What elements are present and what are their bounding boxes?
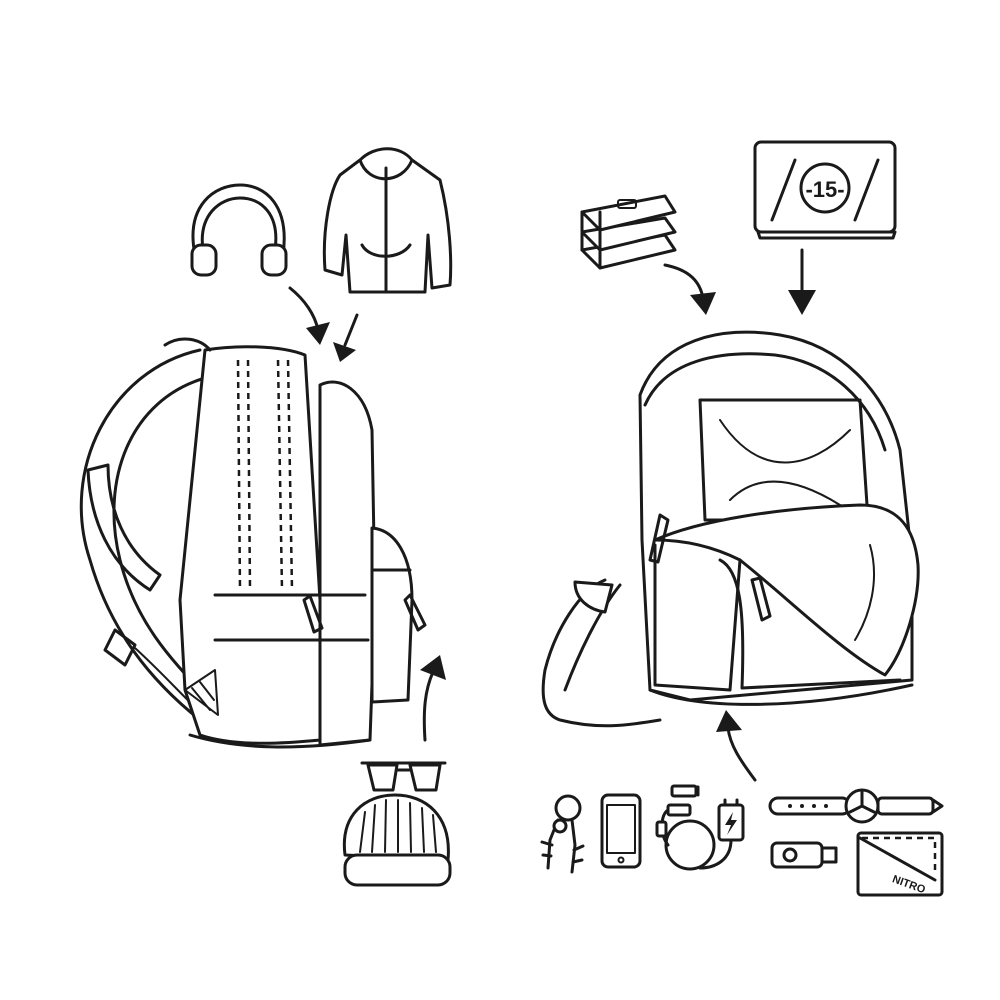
- headphones-icon: [190, 183, 288, 277]
- backpack-side-view: [79, 337, 427, 749]
- charger-icon: [655, 784, 745, 871]
- books-icon: [580, 194, 677, 270]
- keys-icon: [540, 794, 585, 874]
- arrow-books-to-backpack: [663, 263, 716, 315]
- jacket-icon: [322, 147, 453, 294]
- arrow-accessories-to-pocket: [420, 655, 446, 742]
- watch-icon: [768, 788, 944, 824]
- arrow-items-to-backpack: [716, 710, 757, 782]
- backpack-open-view: [541, 330, 920, 728]
- arrow-headphones-to-backpack: [288, 286, 330, 345]
- laptop-size-label: -15-: [805, 177, 844, 202]
- arrow-jacket-to-backpack: [333, 313, 359, 362]
- phone-icon: [600, 793, 642, 869]
- wallet-icon: NITRO: [856, 831, 944, 897]
- beanie-icon: [342, 793, 452, 887]
- usb-stick-icon: [770, 841, 838, 869]
- sunglasses-icon: [360, 761, 447, 792]
- arrow-laptop-to-backpack: [788, 248, 816, 315]
- laptop-icon: -15-: [753, 140, 897, 240]
